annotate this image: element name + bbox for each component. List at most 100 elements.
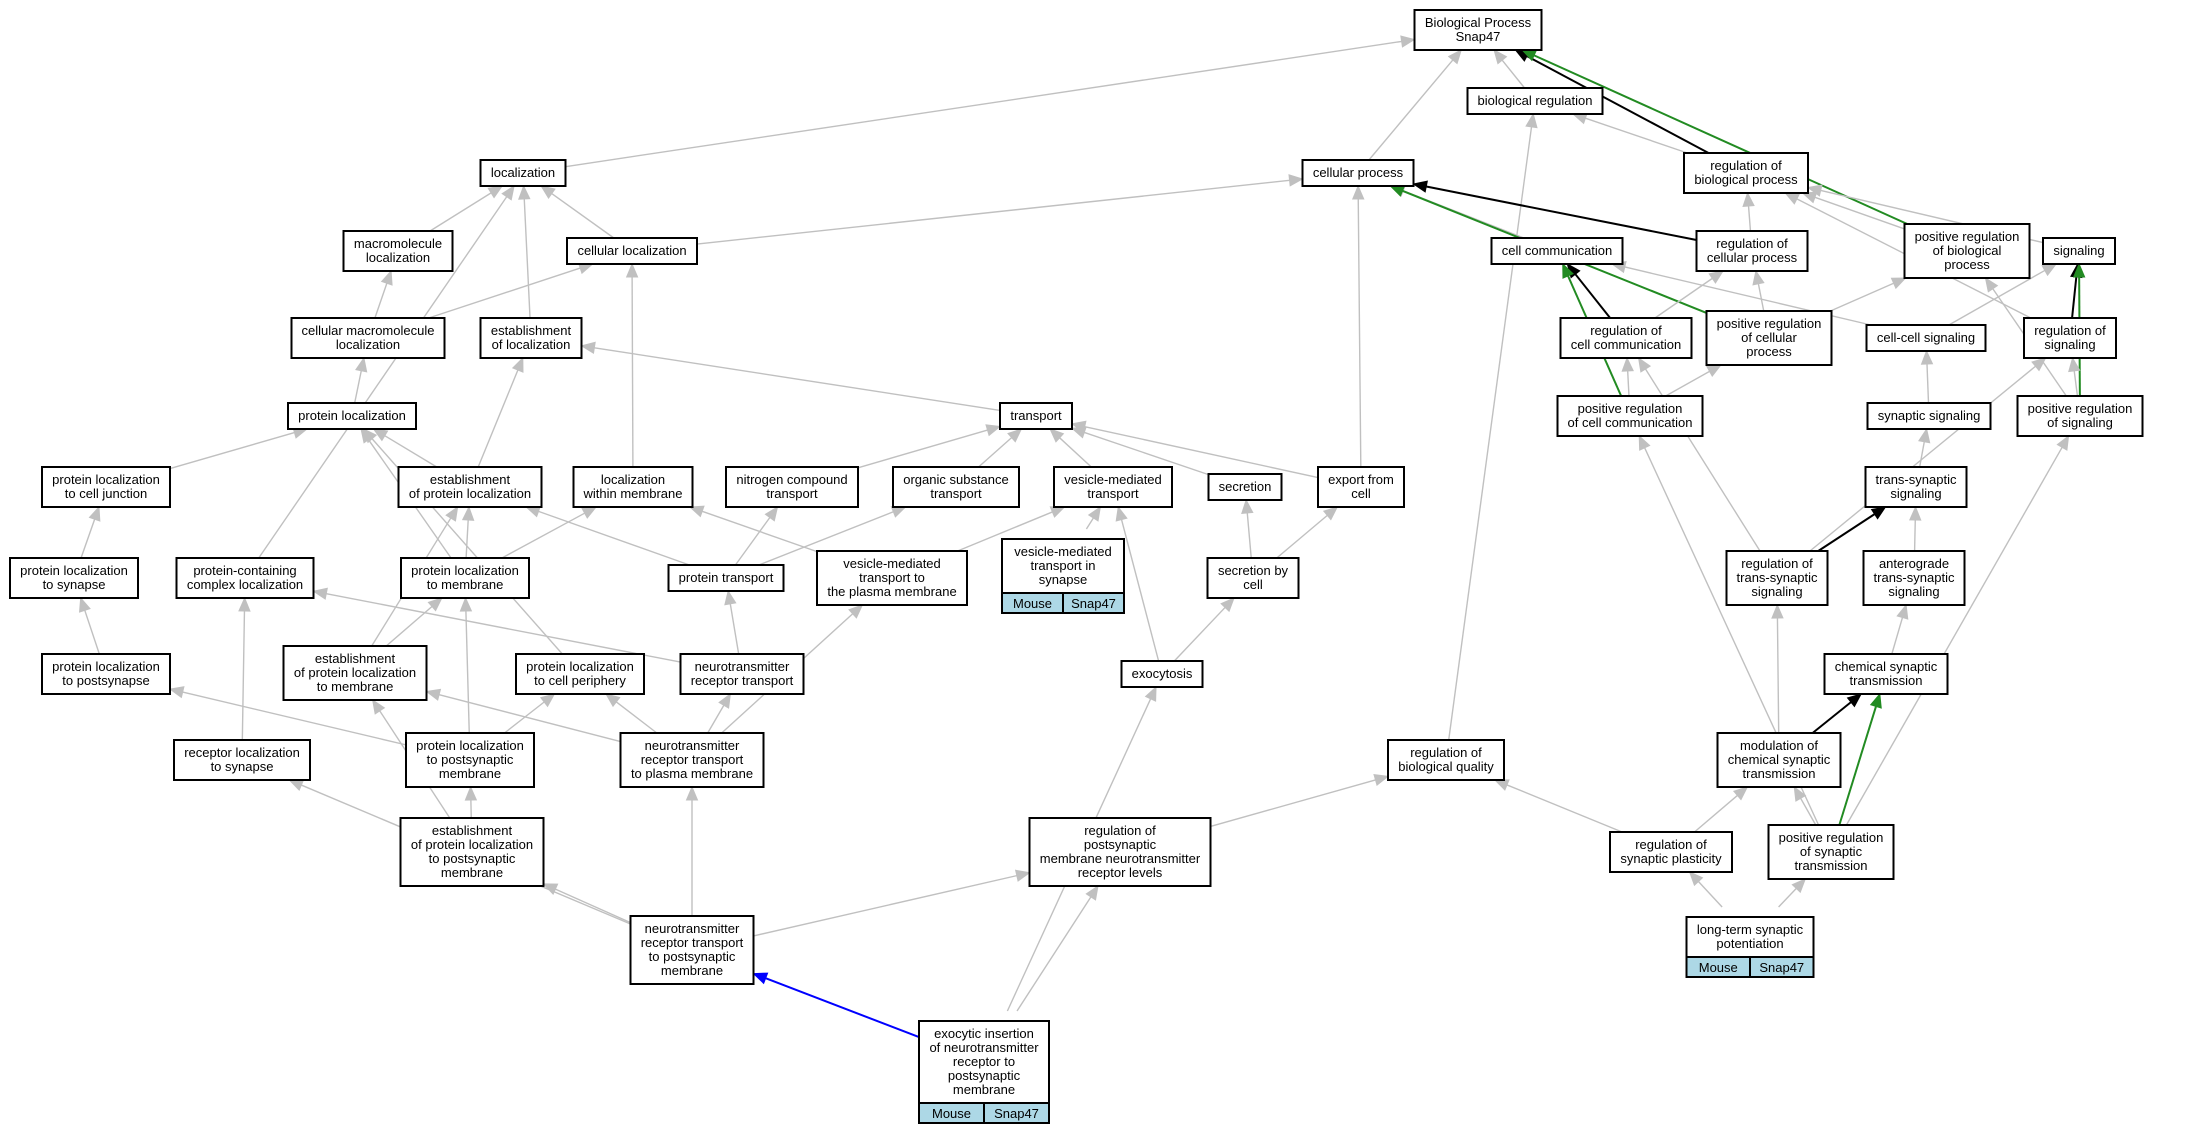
edge-line <box>1585 117 1688 154</box>
arrowhead <box>764 505 779 522</box>
edge-secbycell-to-export <box>1276 506 1339 559</box>
node-label-line: signaling <box>1888 584 1939 599</box>
edge-estplmem-to-plmem <box>385 597 443 647</box>
edge-plmem-to-estprotloc <box>461 505 475 559</box>
edge-line <box>1913 519 1916 552</box>
arrowhead <box>2072 262 2086 278</box>
arrowhead <box>312 587 328 600</box>
node-box <box>667 564 785 592</box>
edge-line <box>1533 54 1908 225</box>
go-term-node-signaling[interactable]: signaling <box>2042 237 2116 265</box>
node-label-line: to postsynapse <box>62 673 149 688</box>
node-label-line: cellular macromolecule <box>302 323 435 338</box>
go-term-node-secretion[interactable]: secretion <box>1207 473 1283 501</box>
node-label-line: localization <box>336 337 400 352</box>
node-label-line: receptor levels <box>1078 865 1163 880</box>
go-term-node-bioreg[interactable]: biological regulation <box>1466 87 1604 115</box>
go-term-node-prottrans[interactable]: protein transport <box>667 564 785 592</box>
arrowhead <box>581 506 598 519</box>
edge-line <box>1817 513 1876 552</box>
node-label-line: to cell periphery <box>534 673 626 688</box>
edge-line <box>1506 784 1623 833</box>
node-label-line: protein localization <box>526 659 634 674</box>
node-box <box>1864 466 1968 508</box>
edge-posregcc-to-regcc <box>1621 356 1634 397</box>
arrowhead <box>1621 356 1634 372</box>
go-term-node-ccsig[interactable]: cell-cell signaling <box>1865 324 1987 352</box>
edge-bioreg-to-bp <box>1493 48 1526 89</box>
arrowhead <box>2041 263 2058 277</box>
go-term-node-cellproc[interactable]: cellular process <box>1301 159 1415 187</box>
arrowhead <box>288 779 305 792</box>
node-label-line: regulation of <box>1084 823 1156 838</box>
go-term-node-exocytosis[interactable]: exocytosis <box>1120 660 1204 688</box>
edge-posregsig-to-regsig <box>2068 356 2081 397</box>
go-term-node-loc[interactable]: localization <box>479 159 567 187</box>
go-term-node-cellloc[interactable]: cellular localization <box>566 237 698 265</box>
edge-ntrtpsm-to-estplpsm <box>542 883 631 924</box>
edge-line <box>504 701 545 734</box>
go-term-node-protloc[interactable]: protein localization <box>287 402 417 430</box>
go-term-node-cellcomm[interactable]: cell communication <box>1490 237 1624 265</box>
edge-transport-to-estloc <box>580 341 1001 412</box>
edge-exins-to-ntrtpsm <box>752 972 920 1039</box>
go-term-node-transport[interactable]: transport <box>999 402 1073 430</box>
node-label-line: regulation of <box>1590 323 1662 338</box>
edge-regpmnrl-to-regbq <box>1210 774 1390 828</box>
node-label-line: vesicle-mediated <box>1064 472 1162 487</box>
node-box <box>2016 395 2144 437</box>
node-label-line: transmission <box>1743 766 1816 781</box>
edge-line <box>258 196 508 559</box>
arrowhead <box>1241 498 1254 514</box>
node-label-line: of cellular <box>1741 330 1797 345</box>
edge-line <box>1948 269 2046 326</box>
go-term-node-synsig[interactable]: synaptic signaling <box>1866 402 1992 430</box>
edge-line <box>1426 185 1697 241</box>
